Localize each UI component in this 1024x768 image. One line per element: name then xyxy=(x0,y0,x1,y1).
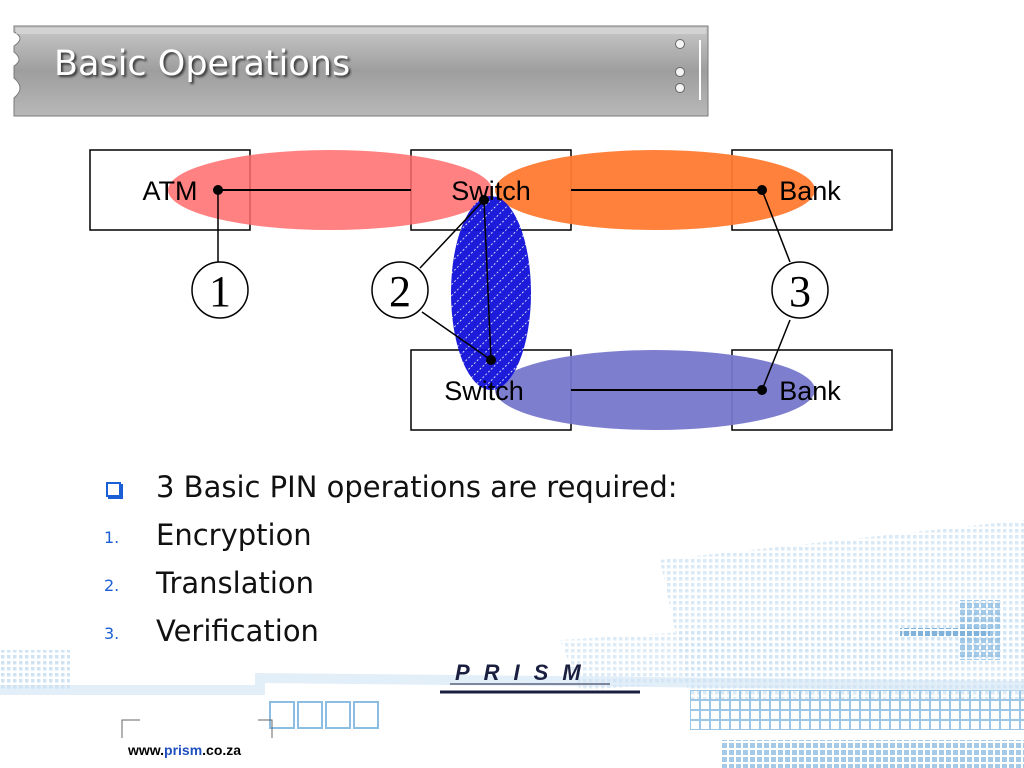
list-item-number: 1. xyxy=(104,528,120,547)
list-item: 3. Verification xyxy=(100,610,800,658)
translation-zone xyxy=(451,196,531,390)
list-item-number: 3. xyxy=(104,624,120,643)
list-item-text: Translation xyxy=(156,566,315,600)
list-item-text: Verification xyxy=(156,614,319,648)
callout-1-circle xyxy=(191,261,249,319)
title-plate xyxy=(13,25,709,117)
footer-url[interactable]: www.prism.co.za xyxy=(128,742,241,758)
callout-3-circle xyxy=(771,261,829,319)
url-brand: prism xyxy=(164,742,203,758)
callout-3-label: 3 xyxy=(789,267,811,316)
switch-bottom-label: Switch xyxy=(444,376,524,406)
decorative-background xyxy=(0,520,1024,768)
list-item: 1. Encryption xyxy=(100,514,800,562)
url-suffix: .co.za xyxy=(202,742,242,758)
list-item: 2. Translation xyxy=(100,562,800,610)
callout-2-circle xyxy=(371,261,429,319)
bank-top-label: Bank xyxy=(779,176,841,206)
list-item-text: Encryption xyxy=(156,518,312,552)
pin-flow-diagram: ATM Switch Bank Switch Bank 1 2 3 xyxy=(89,149,893,431)
list-item: 3 Basic PIN operations are required: xyxy=(100,466,800,514)
bullet-list: 3 Basic PIN operations are required: 1. … xyxy=(100,466,800,658)
callout-1-label: 1 xyxy=(209,267,231,316)
bank-bottom-label: Bank xyxy=(779,376,841,406)
prism-logo: PRISM xyxy=(455,660,595,685)
callout-2-label: 2 xyxy=(389,267,411,316)
list-item-text: 3 Basic PIN operations are required: xyxy=(156,470,678,504)
list-item-number: 2. xyxy=(104,576,120,595)
atm-label: ATM xyxy=(143,176,198,206)
slide-title: Basic Operations xyxy=(54,44,351,84)
url-prefix: www. xyxy=(128,742,165,758)
square-bullet-icon xyxy=(106,482,121,497)
switch-top-label: Switch xyxy=(451,176,531,206)
